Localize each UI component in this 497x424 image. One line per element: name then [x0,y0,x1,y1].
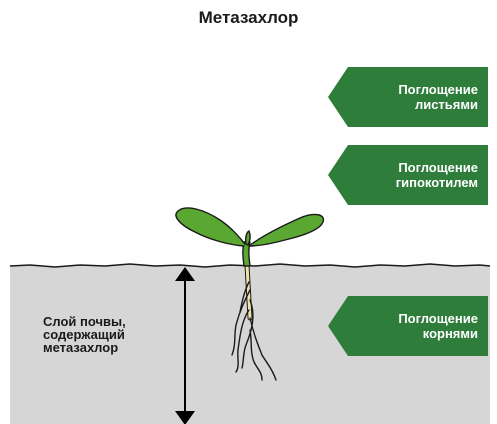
leaf-uptake-line-1: Поглощение [398,82,478,97]
leaf-bud [246,231,250,245]
leaf-left [176,208,245,246]
leaf-uptake-tag: Поглощение листьями [328,67,488,127]
root-uptake-line-2: корнями [423,326,478,341]
leaf-uptake-line-2: листьями [415,97,478,112]
soil-layer-line-3: метазахлор [43,341,153,354]
leaf-right [249,215,323,246]
root-uptake-tag: Поглощение корнями [328,296,488,356]
root-uptake-line-1: Поглощение [398,311,478,326]
hypocotyl-uptake-line-2: гипокотилем [396,175,478,190]
hypocotyl-uptake-tag: Поглощение гипокотилем [328,145,488,205]
hypocotyl-uptake-line-1: Поглощение [398,160,478,175]
soil-layer-label: Слой почвы, содержащий метазахлор [43,315,153,354]
